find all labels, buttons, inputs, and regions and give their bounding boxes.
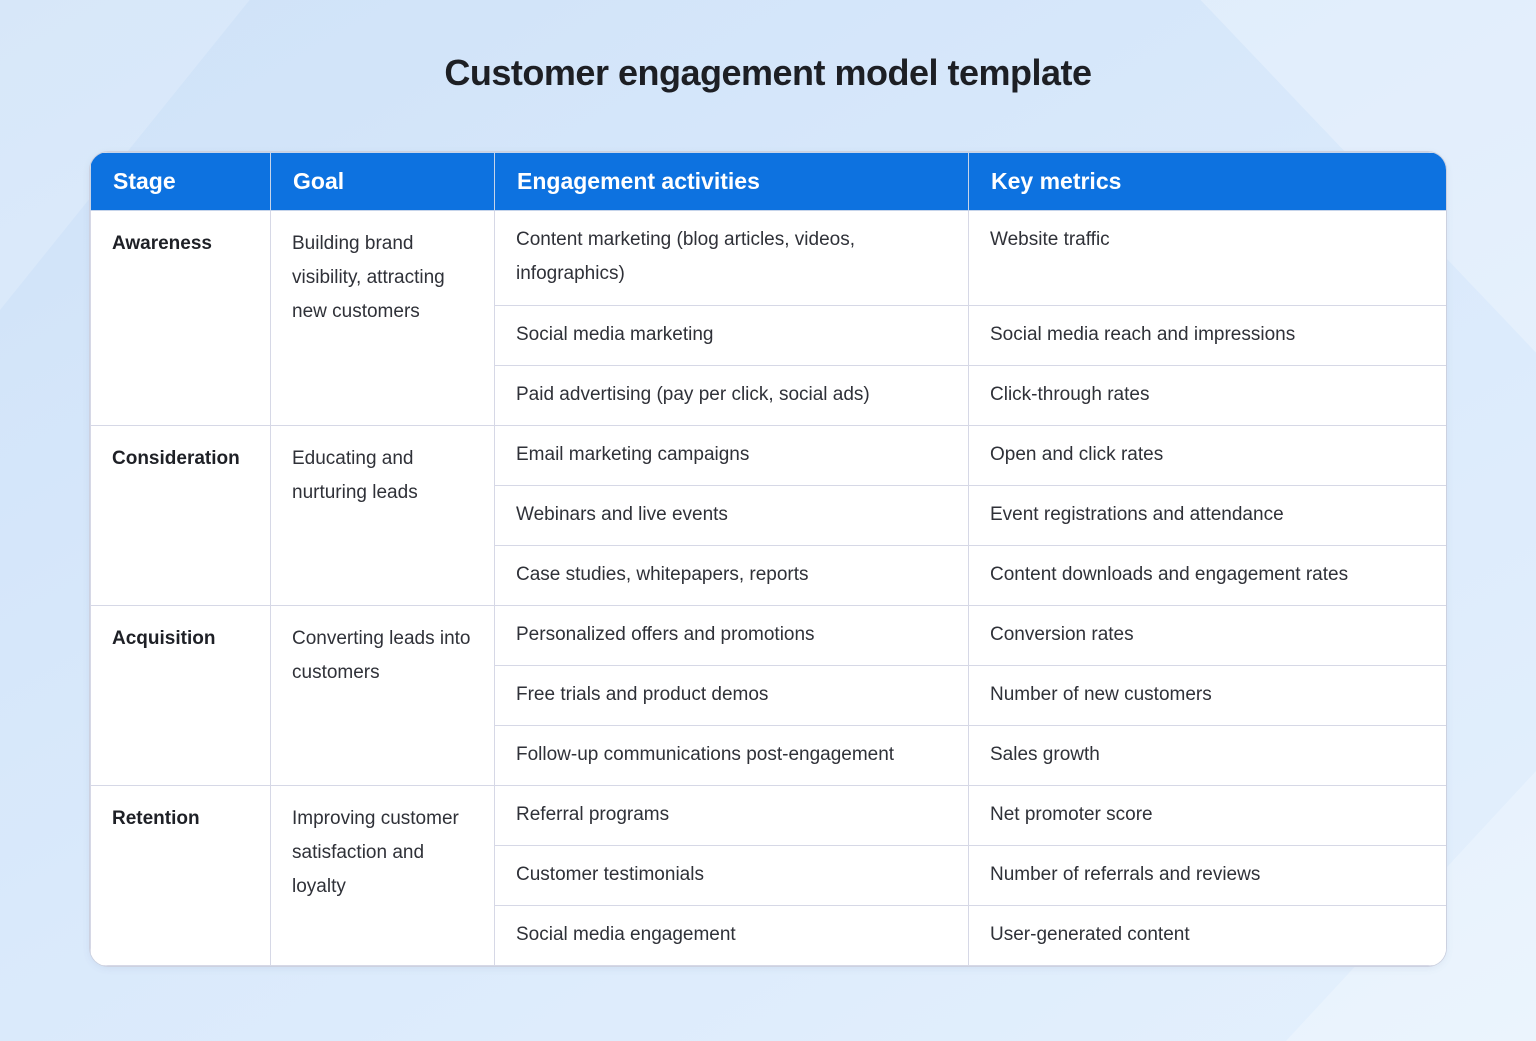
table-header-row: Stage Goal Engagement activities Key met… <box>90 152 1446 211</box>
activity-cell: Follow-up communications post-engagement <box>494 725 969 786</box>
activity-cell: Social media engagement <box>494 905 969 966</box>
table-row: Paid advertising (pay per click, social … <box>91 365 1446 426</box>
activity-cell: Email marketing campaigns <box>494 425 969 486</box>
activity-cell: Webinars and live events <box>494 485 969 546</box>
metric-cell: Website traffic <box>968 210 1446 306</box>
activity-cell: Social media marketing <box>494 305 969 366</box>
page-title: Customer engagement model template <box>444 52 1092 93</box>
activity-cell: Customer testimonials <box>494 845 969 906</box>
activity-cell: Paid advertising (pay per click, social … <box>494 365 969 426</box>
table-row: Social media engagement User-generated c… <box>91 905 1446 966</box>
metric-cell: Event registrations and attendance <box>968 485 1446 546</box>
stage-cell-acquisition: Acquisition <box>90 605 271 786</box>
metric-cell: Sales growth <box>968 725 1446 786</box>
metric-cell: User-generated content <box>968 905 1446 966</box>
activity-cell: Free trials and product demos <box>494 665 969 726</box>
activity-cell: Case studies, whitepapers, reports <box>494 545 969 606</box>
activity-cell: Referral programs <box>494 785 969 846</box>
metric-cell: Open and click rates <box>968 425 1446 486</box>
goal-cell-consideration: Educating and nurturing leads <box>270 425 495 606</box>
stage-cell-consideration: Consideration <box>90 425 271 606</box>
stage-cell-awareness: Awareness <box>90 210 271 426</box>
table-row: Customer testimonials Number of referral… <box>91 845 1446 906</box>
metric-cell: Number of referrals and reviews <box>968 845 1446 906</box>
table-row: Acquisition Converting leads into custom… <box>90 605 1446 786</box>
metric-cell: Conversion rates <box>968 605 1446 666</box>
metric-cell: Content downloads and engagement rates <box>968 545 1446 606</box>
column-header-goal: Goal <box>270 152 495 211</box>
goal-cell-awareness: Building brand visibility, attracting ne… <box>270 210 495 426</box>
stage-cell-retention: Retention <box>90 785 271 966</box>
table-row: Consideration Educating and nurturing le… <box>90 425 1446 606</box>
column-header-stage: Stage <box>90 152 271 211</box>
goal-cell-retention: Improving customer satisfaction and loya… <box>270 785 495 966</box>
table-row: Retention Improving customer satisfactio… <box>90 785 1446 966</box>
activity-cell: Personalized offers and promotions <box>494 605 969 666</box>
table-row: Awareness Building brand visibility, att… <box>90 210 1446 426</box>
table-row: Free trials and product demos Number of … <box>91 665 1446 726</box>
column-header-engagement-activities: Engagement activities <box>494 152 969 211</box>
activity-cell: Content marketing (blog articles, videos… <box>494 210 969 306</box>
goal-cell-acquisition: Converting leads into customers <box>270 605 495 786</box>
metric-cell: Number of new customers <box>968 665 1446 726</box>
engagement-model-table: Stage Goal Engagement activities Key met… <box>90 152 1446 966</box>
column-header-key-metrics: Key metrics <box>968 152 1446 211</box>
table-row: Social media marketing Social media reac… <box>91 305 1446 366</box>
metric-cell: Click-through rates <box>968 365 1446 426</box>
table-row: Case studies, whitepapers, reports Conte… <box>91 545 1446 606</box>
table-row: Follow-up communications post-engagement… <box>91 725 1446 786</box>
metric-cell: Social media reach and impressions <box>968 305 1446 366</box>
metric-cell: Net promoter score <box>968 785 1446 846</box>
table-row: Webinars and live events Event registrat… <box>91 485 1446 546</box>
